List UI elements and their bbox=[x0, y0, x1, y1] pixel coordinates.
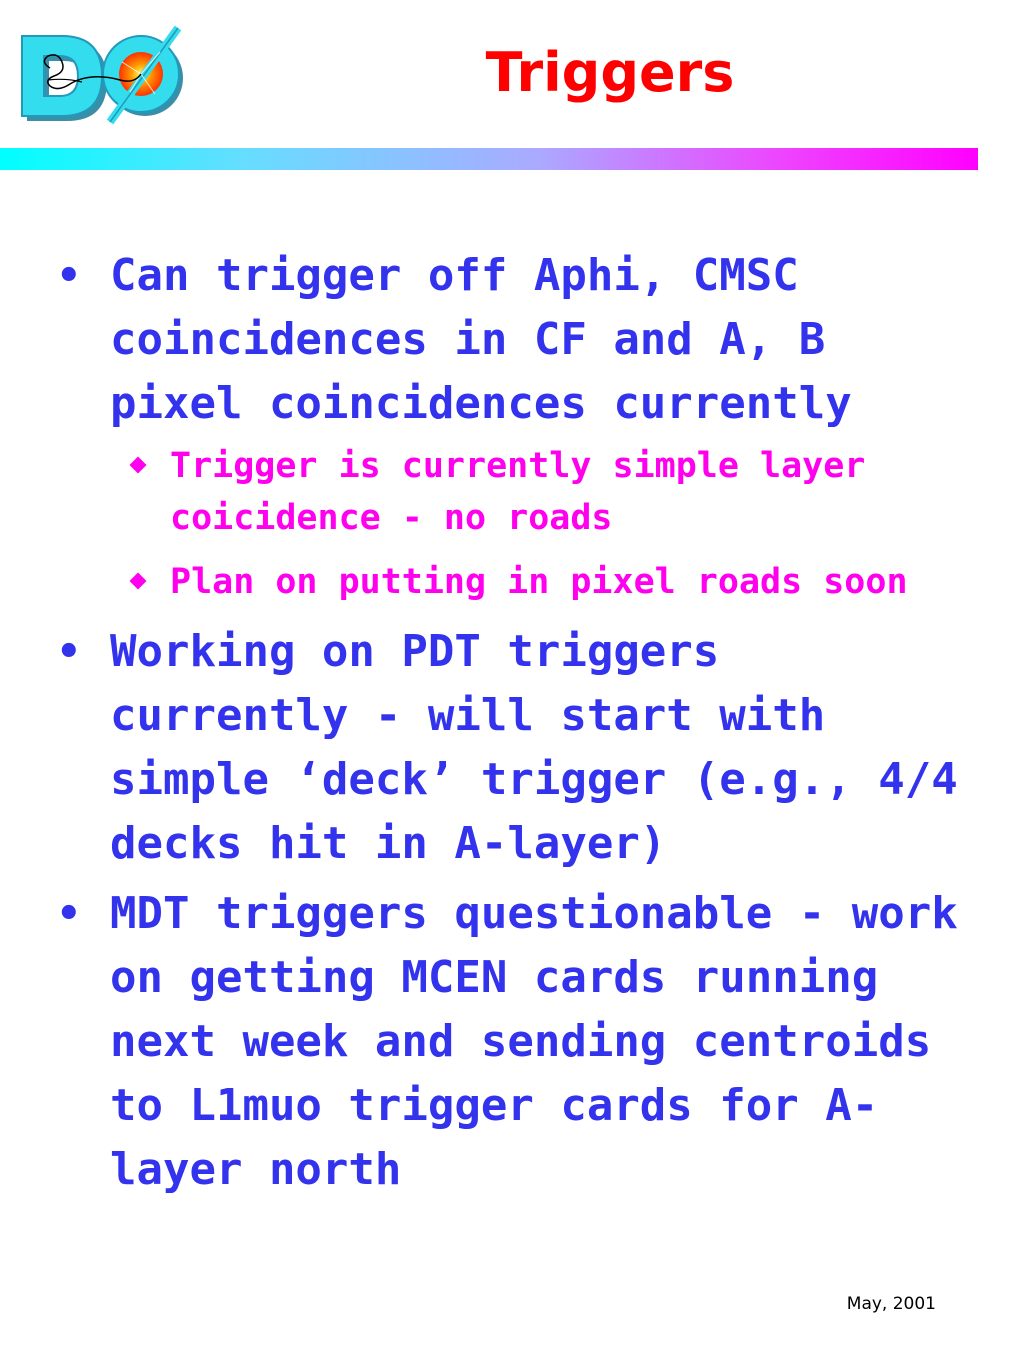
bullet-list: • Can trigger off Aphi, CMSC coincidence… bbox=[0, 244, 1024, 1208]
bullet-dot-icon: • bbox=[56, 891, 82, 937]
sub-bullet-text: Trigger is currently simple layer coicid… bbox=[170, 446, 866, 538]
bullet-item: • MDT triggers questionable - work on ge… bbox=[0, 882, 1024, 1202]
footer-date: May, 2001 bbox=[846, 1294, 936, 1314]
bullet-text: Can trigger off Aphi, CMSC coincidences … bbox=[110, 250, 852, 429]
diamond-bullet-icon bbox=[129, 456, 147, 474]
bullet-dot-icon: • bbox=[56, 253, 82, 299]
bullet-item: • Can trigger off Aphi, CMSC coincidence… bbox=[0, 244, 1024, 608]
title-gradient-bar bbox=[0, 148, 978, 170]
sub-bullet-text: Plan on putting in pixel roads soon bbox=[170, 562, 908, 602]
bullet-item: • Working on PDT triggers currently - wi… bbox=[0, 620, 1024, 876]
slide-title: Triggers bbox=[485, 41, 735, 104]
bullet-text: Working on PDT triggers currently - will… bbox=[110, 626, 958, 869]
sub-bullet-item: Plan on putting in pixel roads soon bbox=[110, 556, 984, 608]
sub-bullet-item: Trigger is currently simple layer coicid… bbox=[110, 440, 984, 544]
bullet-text: MDT triggers questionable - work on gett… bbox=[110, 888, 958, 1195]
bullet-dot-icon: • bbox=[56, 629, 82, 675]
d0-logo bbox=[21, 25, 183, 125]
diamond-bullet-icon bbox=[129, 572, 147, 590]
sub-bullet-list: Trigger is currently simple layer coicid… bbox=[110, 440, 984, 608]
